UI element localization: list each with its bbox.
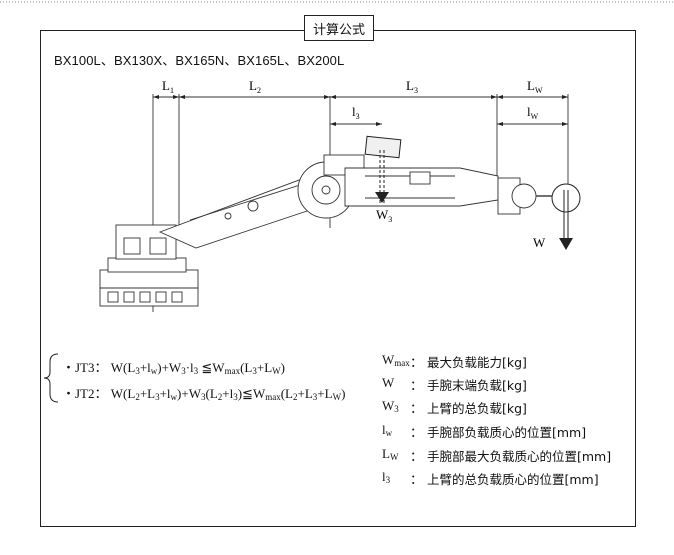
model-list: BX100L、BX130X、BX165N、BX165L、BX200L: [54, 53, 345, 68]
upper-arm-load-arrow: [375, 192, 389, 203]
dim-lW: lW: [527, 104, 539, 121]
legend-sym-l3: l3: [382, 469, 391, 485]
legend-sep: ：: [410, 472, 424, 487]
legend-sep: ：: [410, 449, 424, 464]
legend-sym-w3: W3: [382, 398, 399, 414]
dim-L3: L3: [406, 78, 418, 95]
formula-jt2: ・JT2： W(L2+L3+lw)+W3(L2+l3)≦Wmax(L2+L3+L…: [62, 386, 346, 402]
wrist: [497, 177, 552, 215]
dim-L2: L2: [249, 78, 261, 95]
formula-brace: [43, 353, 59, 403]
formula-jt3: ・JT3： W(L3+lw)+W3·l3 ≦Wmax(L3+LW): [62, 360, 285, 376]
legend-desc-w3: 上臂的总负载[kg]: [427, 401, 527, 416]
legend-desc-lw: 手腕部最大负载质心的位置[mm]: [427, 449, 612, 464]
legend-sym-lw: LW: [382, 446, 399, 462]
legend-desc-l3: 上臂的总负载质心的位置[mm]: [427, 472, 599, 487]
legend-sep: ：: [410, 401, 424, 416]
wrist-load: [551, 183, 581, 240]
dim-L1: L1: [162, 78, 174, 95]
robot-base: [99, 224, 199, 307]
load-W: W: [533, 235, 546, 250]
legend-desc-lw-small: 手腕部负载质心的位置[mm]: [427, 425, 587, 440]
legend-sym-wmax: Wmax: [382, 352, 410, 368]
top-rule: [0, 1, 674, 3]
legend-sep: ：: [410, 355, 424, 370]
load-W3: W3: [376, 207, 392, 224]
figure-title: 计算公式: [304, 15, 375, 41]
upper-arm: [344, 167, 499, 207]
legend-desc-w: 手腕末端负载[kg]: [427, 378, 527, 393]
legend-sep: ：: [410, 378, 424, 393]
legend-sep: ：: [410, 425, 424, 440]
legend-sym-lw-small: lw: [382, 422, 393, 438]
dim-l3: l3: [352, 104, 360, 121]
legend-desc-wmax: 最大负载能力[kg]: [427, 355, 527, 370]
legend-sym-w: W: [382, 375, 395, 390]
dim-LW: LW: [527, 78, 543, 95]
wrist-load-arrow: [559, 238, 573, 250]
